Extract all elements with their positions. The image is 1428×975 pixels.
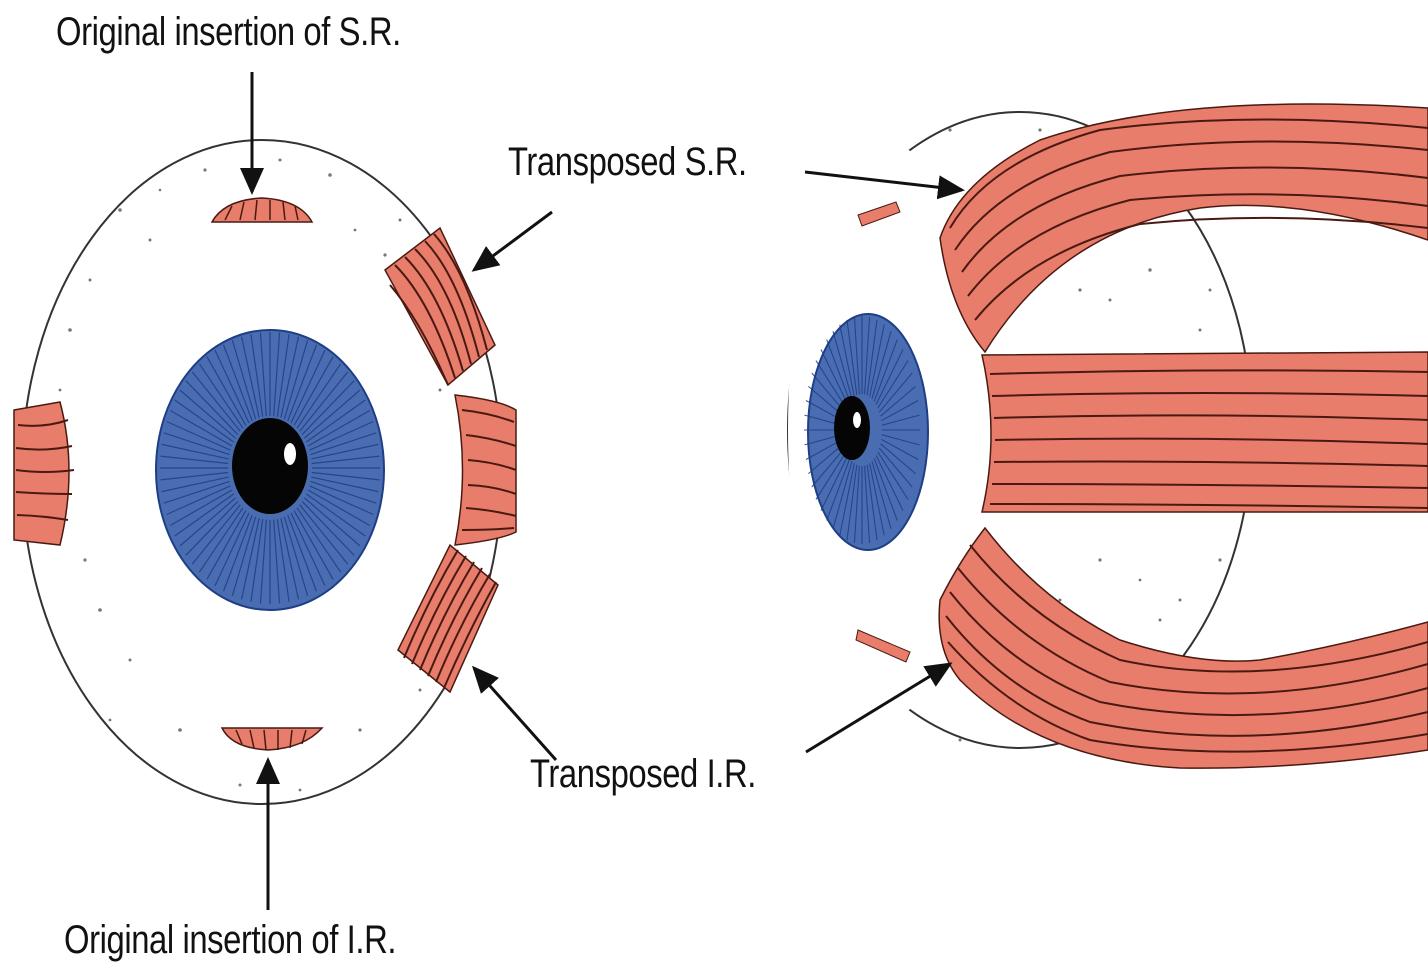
left-lateral-muscle-stump [455, 395, 516, 545]
arrow-transposed-ir-left [474, 668, 556, 760]
left-pupil [232, 418, 308, 514]
arrow-transposed-sr-left [474, 212, 552, 270]
right-pupil [834, 396, 870, 460]
right-lateral-muscle-band [982, 352, 1428, 512]
left-iris [156, 330, 384, 610]
label-original-insertion-ir: Original insertion of I.R. [64, 918, 396, 963]
left-medial-muscle-stump [14, 402, 74, 545]
label-transposed-ir: Transposed I.R. [530, 752, 756, 797]
label-transposed-sr: Transposed S.R. [508, 140, 747, 185]
right-eye-side-view [788, 104, 1428, 768]
label-original-insertion-sr: Original insertion of S.R. [56, 10, 401, 55]
left-pupil-highlight [284, 443, 296, 465]
right-pupil-highlight [853, 412, 861, 428]
left-eye-front-view [14, 140, 516, 804]
